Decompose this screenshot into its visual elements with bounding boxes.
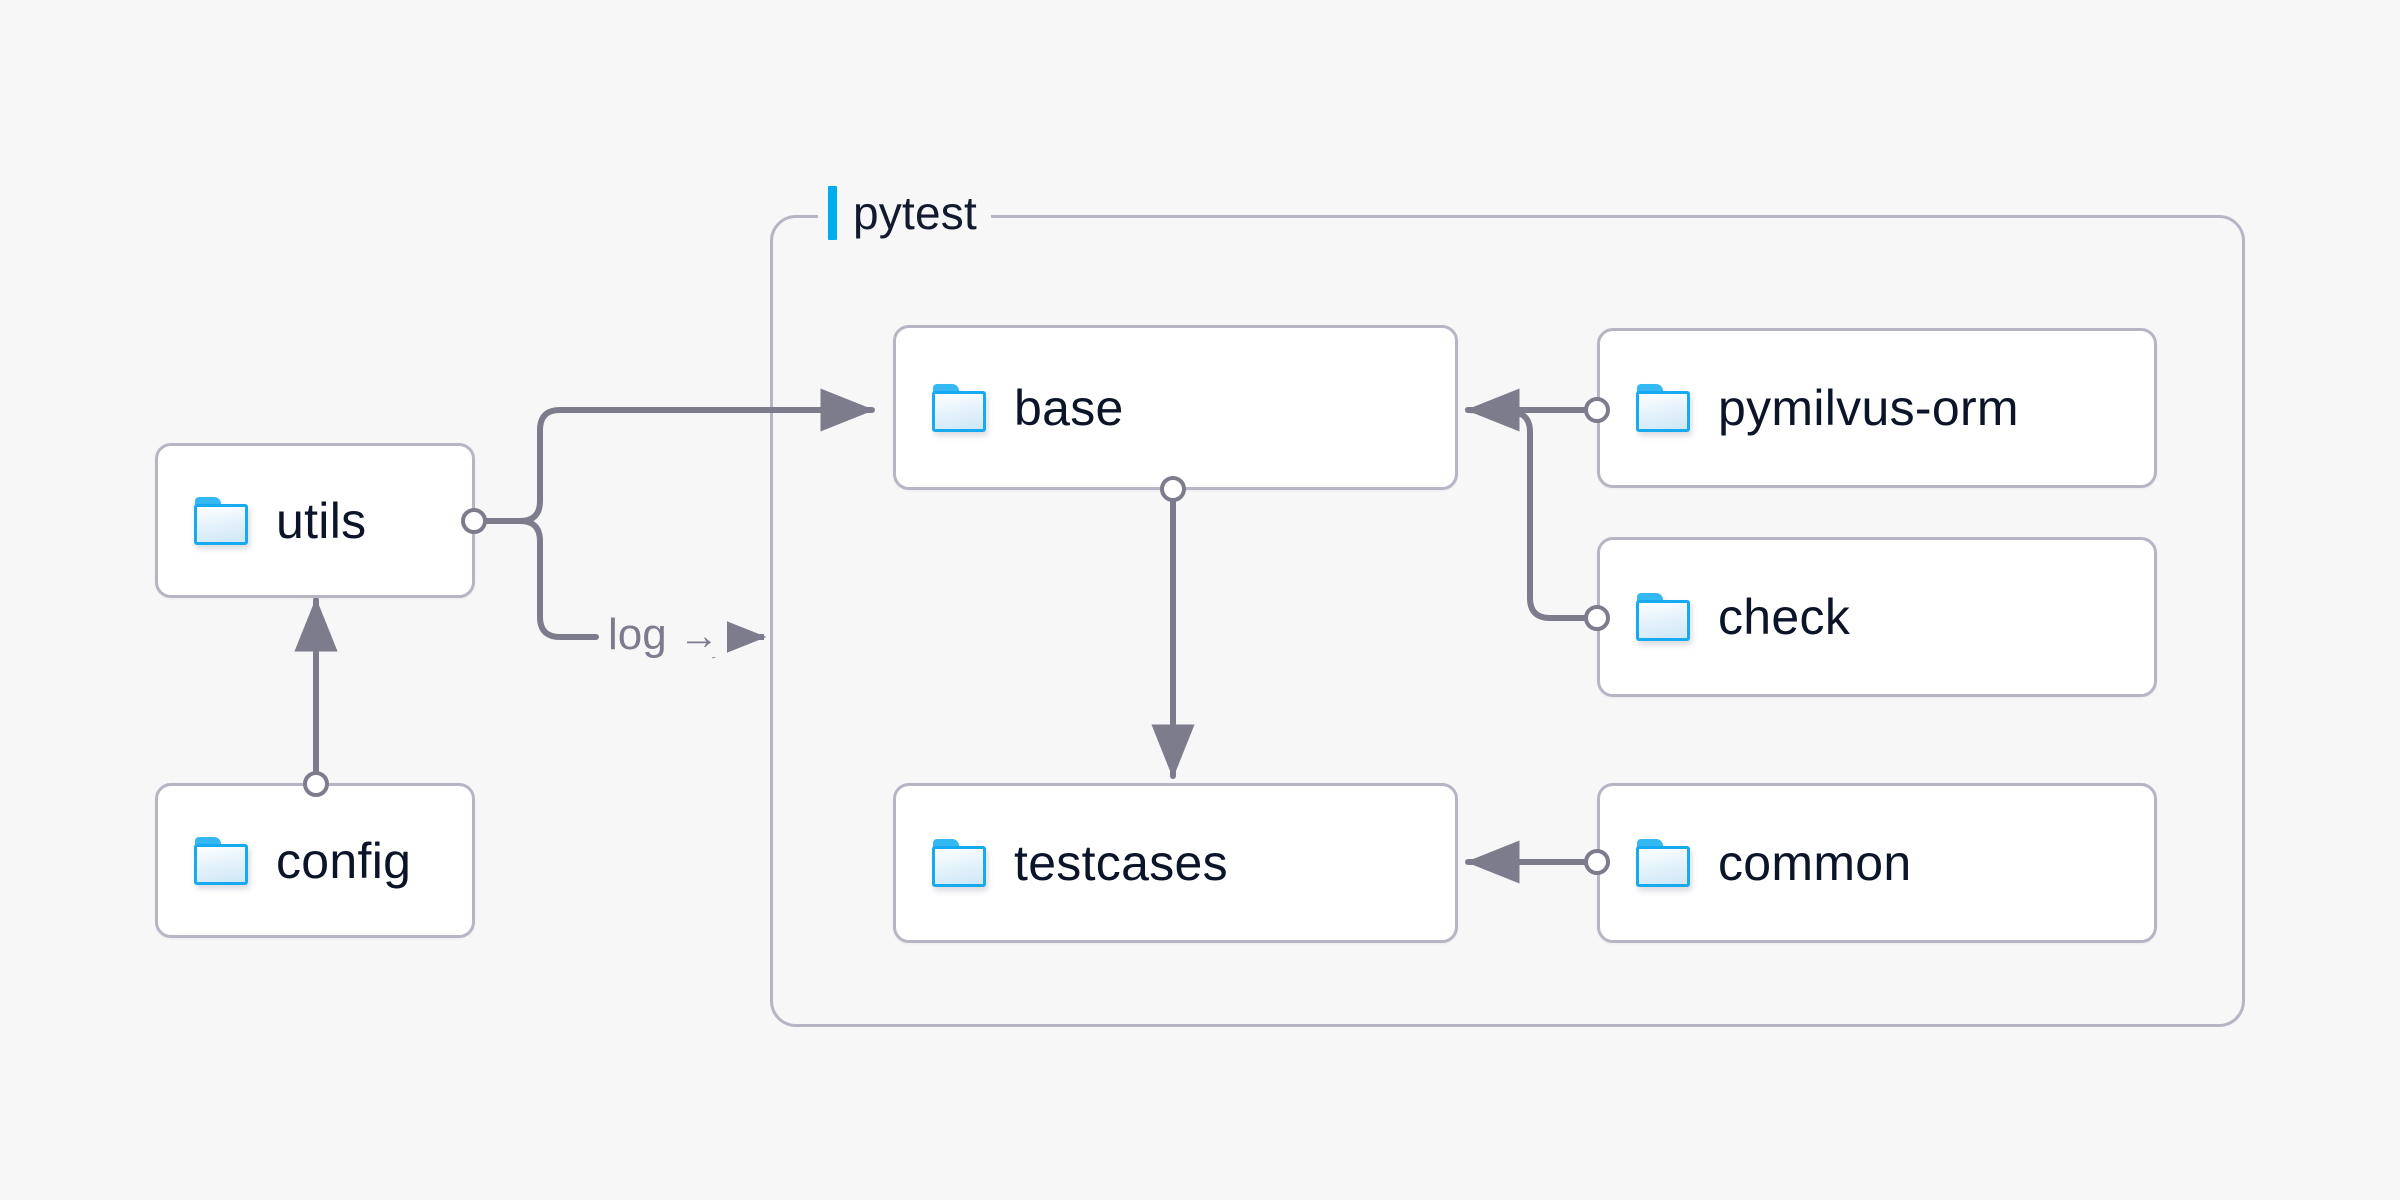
node-check-label: check xyxy=(1718,589,1851,645)
folder-icon xyxy=(1636,593,1690,641)
folder-icon xyxy=(932,839,986,887)
folder-icon xyxy=(1636,384,1690,432)
group-title: pytest xyxy=(853,187,977,239)
node-utils-label: utils xyxy=(276,492,367,549)
node-base[interactable]: base xyxy=(893,325,1458,490)
group-accent-bar xyxy=(828,186,837,240)
handle-common-left[interactable] xyxy=(1584,849,1610,875)
edge-label-log-text: log xyxy=(608,610,667,659)
handle-config-top[interactable] xyxy=(303,771,329,797)
node-testcases[interactable]: testcases xyxy=(893,783,1458,943)
group-pytest-label: pytest xyxy=(818,185,991,241)
handle-base-bottom[interactable] xyxy=(1160,476,1186,502)
node-pymilvus-orm[interactable]: pymilvus-orm xyxy=(1597,328,2157,488)
group-pytest[interactable] xyxy=(770,215,2245,1027)
node-utils[interactable]: utils xyxy=(155,443,475,598)
edge-label-log-arrow: → xyxy=(678,614,719,658)
handle-pymilvus-orm-left[interactable] xyxy=(1584,397,1610,423)
handle-check-left[interactable] xyxy=(1584,605,1610,631)
node-common[interactable]: common xyxy=(1597,783,2157,943)
folder-icon xyxy=(194,836,248,885)
folder-icon xyxy=(1636,839,1690,887)
node-base-label: base xyxy=(1014,379,1124,436)
folder-icon xyxy=(932,383,986,432)
node-testcases-label: testcases xyxy=(1014,835,1228,891)
node-config-label: config xyxy=(276,832,412,889)
node-config[interactable]: config xyxy=(155,783,475,938)
node-pymilvus-orm-label: pymilvus-orm xyxy=(1718,380,2019,436)
node-common-label: common xyxy=(1718,835,1912,891)
node-check[interactable]: check xyxy=(1597,537,2157,697)
folder-icon xyxy=(194,496,248,545)
edge-label-log: log → xyxy=(600,613,727,657)
handle-utils-right[interactable] xyxy=(461,508,487,534)
edge-utils-log xyxy=(483,518,599,640)
